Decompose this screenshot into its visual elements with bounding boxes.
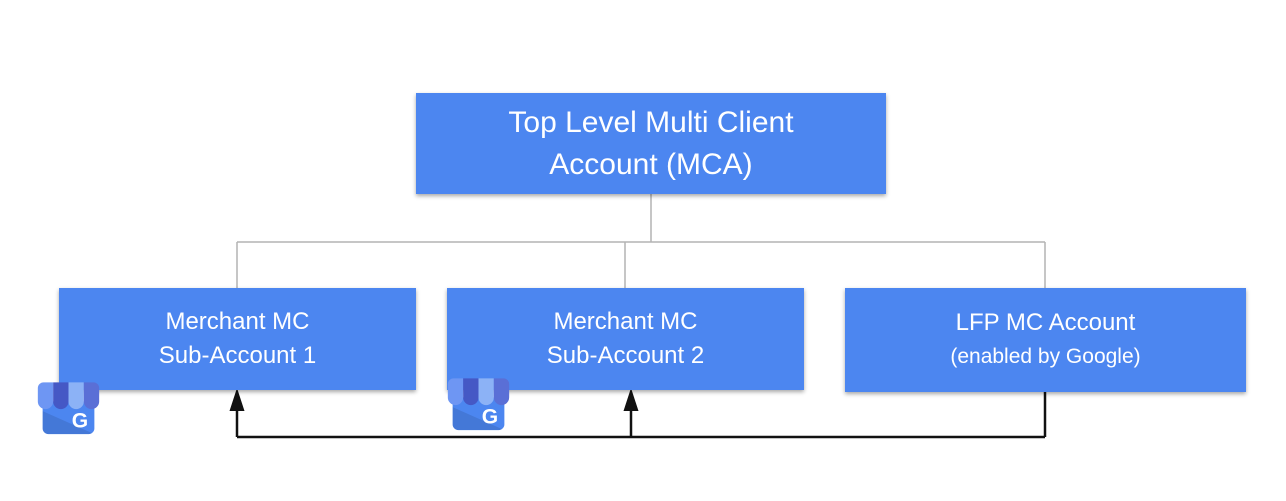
g-letter: G [72, 409, 88, 432]
storefront-body [452, 397, 505, 431]
node-lfp-mc-account: LFP MC Account (enabled by Google) [845, 288, 1246, 392]
node-merchant-sub-account-1: Merchant MC Sub-Account 1 [59, 288, 416, 390]
storefront-awning [37, 382, 100, 410]
g-letter: G [482, 405, 498, 428]
node-label-line1: Merchant MC [553, 308, 698, 335]
node-top-level-mca: Top Level Multi Client Account (MCA) [416, 93, 886, 194]
node-label-line2: (enabled by Google) [950, 345, 1141, 368]
node-label-line2: Sub-Account 2 [546, 342, 705, 369]
google-business-storefront-icon: G [37, 382, 100, 435]
arrow-up-head-sub1 [229, 388, 245, 411]
gray-tree-connector [236, 194, 1046, 289]
storefront-body [42, 401, 95, 435]
node-label-line1: Merchant MC [165, 308, 310, 335]
node-label-line1: LFP MC Account [955, 309, 1136, 336]
node-label-line2: Sub-Account 1 [158, 342, 317, 369]
node-merchant-sub-account-2: Merchant MC Sub-Account 2 [447, 288, 804, 390]
node-label-line1: Top Level Multi Client [508, 105, 794, 139]
arrow-up-head-sub2 [623, 388, 639, 411]
google-business-storefront-icon: G [447, 378, 510, 431]
black-feed-connector [235, 391, 1047, 439]
node-label-line2: Account (MCA) [549, 147, 753, 181]
storefront-awning [447, 378, 510, 406]
